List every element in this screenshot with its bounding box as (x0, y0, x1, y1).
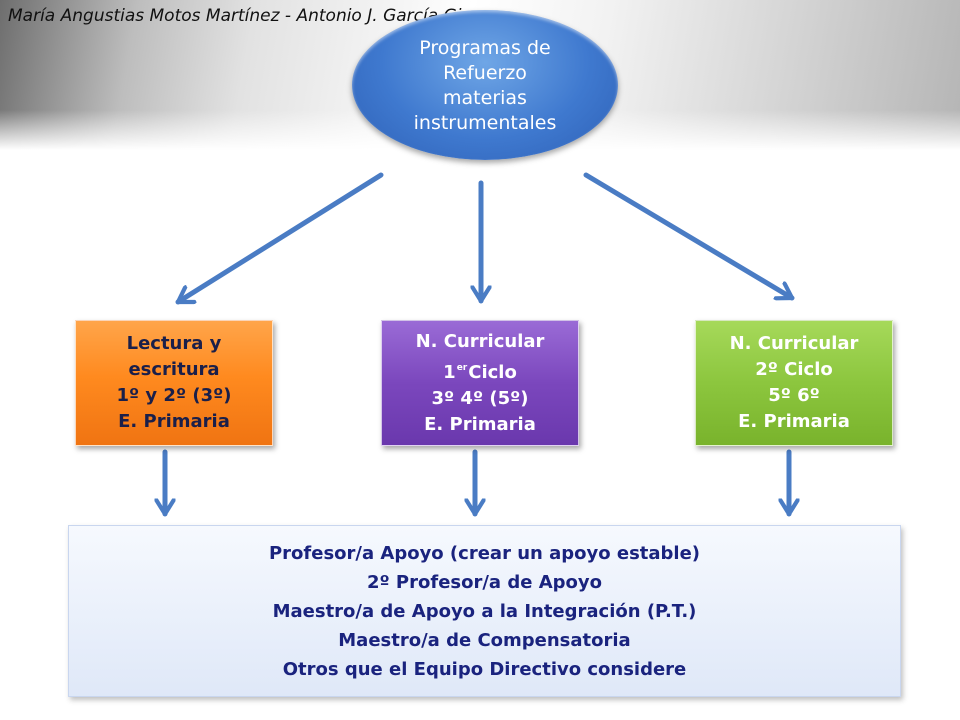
support-line-2: 2º Profesor/a de Apoyo (366, 571, 602, 593)
root-line-2: Refuerzo (443, 62, 527, 84)
middle-ordinal-suffix: er (456, 362, 468, 373)
author-credit: María Angustias Motos Martínez - Antonio… (8, 6, 501, 26)
right-line-2: 2º Ciclo (755, 359, 833, 380)
middle-line-2: 1erCiclo (443, 355, 517, 386)
right-line-1: N. Curricular (729, 333, 859, 354)
support-line-3: Maestro/a de Apoyo a la Integración (P.T… (272, 600, 697, 622)
middle-line-3: 3º 4º (5º) (431, 387, 529, 409)
support-line-5: Otros que el Equipo Directivo considere (282, 658, 687, 680)
arrow-root-to-left (175, 172, 384, 305)
left-line-4: E. Primaria (118, 411, 230, 432)
root-line-4: instrumentales (413, 112, 557, 134)
middle-ciclo-label: Ciclo (468, 361, 517, 383)
arrow-root-to-right (583, 172, 795, 301)
middle-line-1: N. Curricular (415, 330, 545, 352)
middle-ordinal-number: 1 (443, 361, 456, 383)
middle-line-4: E. Primaria (424, 413, 536, 435)
node-support-staff: Profesor/a Apoyo (crear un apoyo estable… (68, 525, 901, 697)
right-line-4: E. Primaria (738, 411, 850, 432)
root-line-1: Programas de (419, 37, 551, 59)
root-node-label: Programas de Refuerzo materias instrumen… (390, 36, 580, 136)
root-line-3: materias (443, 87, 527, 109)
node-curricular-segundo-ciclo: N. Curricular 2º Ciclo 5º 6º E. Primaria (695, 320, 893, 446)
right-line-3: 5º 6º (768, 385, 820, 406)
root-node-programas-refuerzo: Programas de Refuerzo materias instrumen… (352, 10, 618, 160)
left-line-2: escritura (128, 359, 220, 380)
node-curricular-primer-ciclo: N. Curricular 1erCiclo 3º 4º (5º) E. Pri… (381, 320, 579, 446)
support-line-4: Maestro/a de Compensatoria (338, 629, 631, 651)
node-lectura-escritura: Lectura y escritura 1º y 2º (3º) E. Prim… (75, 320, 273, 446)
left-line-3: 1º y 2º (3º) (116, 385, 232, 406)
left-line-1: Lectura y (126, 333, 222, 354)
support-line-1: Profesor/a Apoyo (crear un apoyo estable… (268, 542, 701, 564)
